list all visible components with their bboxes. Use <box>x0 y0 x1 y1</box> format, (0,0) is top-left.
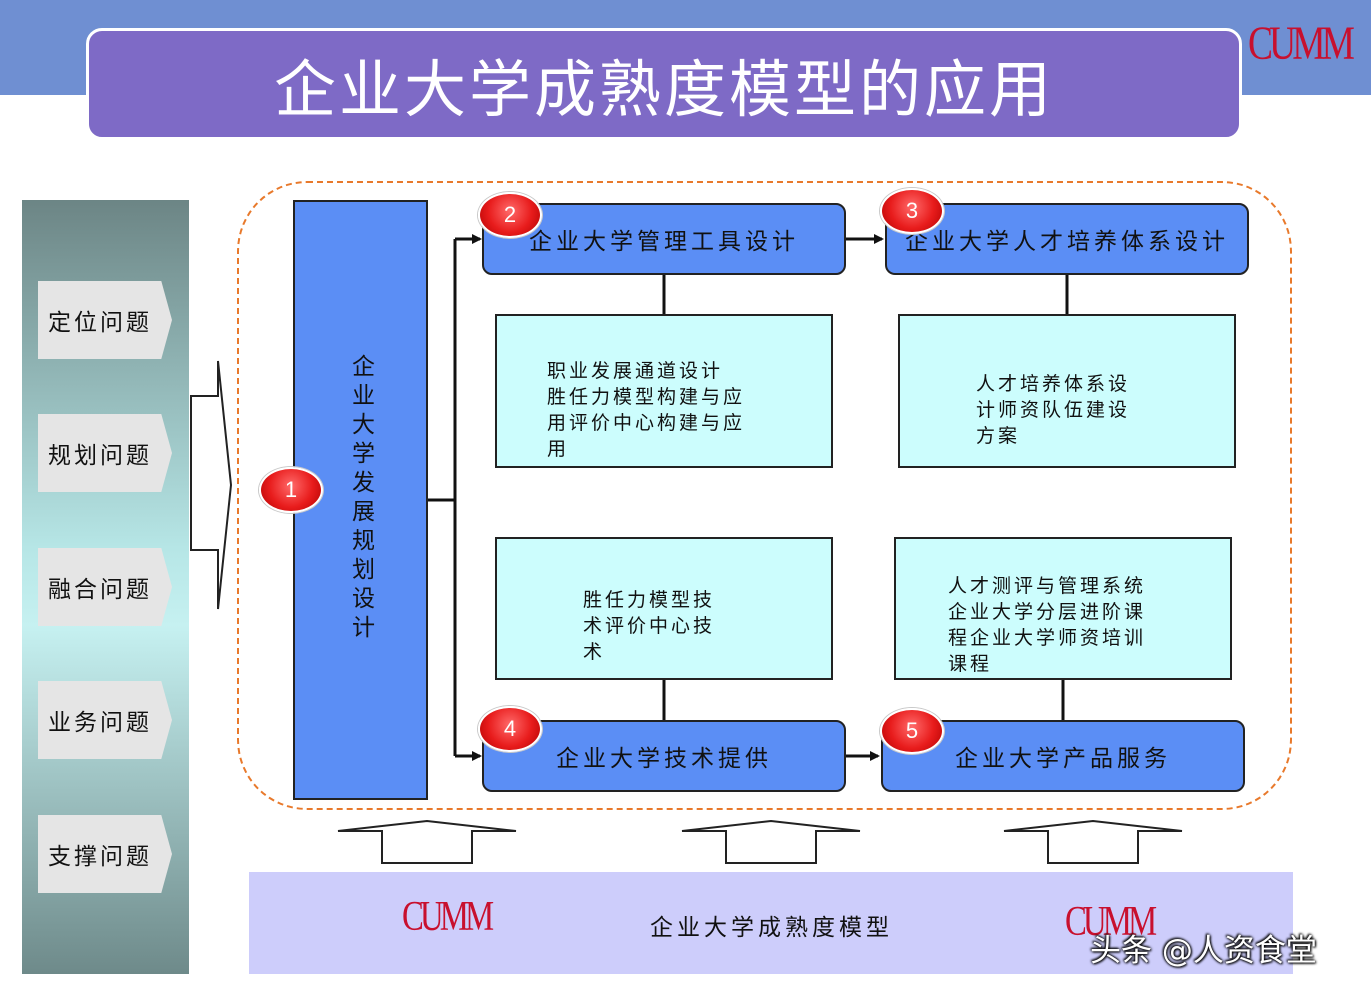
cumm-logo-top: CUMM <box>1248 17 1355 70</box>
cumm-logo-left: CUMM <box>402 894 494 940</box>
issue-business: 业务问题 <box>38 681 172 759</box>
badge-5: 5 <box>880 708 944 754</box>
detail-line: 人才测评与管理系统 <box>948 575 1147 597</box>
maturity-model-bar <box>249 872 1293 974</box>
detail-line: 企业大学分层进阶课 <box>948 601 1147 623</box>
right-arrow-icon <box>190 360 232 610</box>
detail-line: 计师资队伍建设 <box>976 399 1131 421</box>
detail-line: 用评价中心构建与应 <box>547 412 746 434</box>
detail-talent-system: 人才培养体系设 计师资队伍建设 方案 <box>898 314 1236 468</box>
detail-line: 术评价中心技 <box>583 615 716 637</box>
watermark: 头条 @人资食堂 <box>1090 933 1317 969</box>
up-arrow-icon <box>1003 820 1183 864</box>
cumm-logo-right: CUMM <box>1065 899 1157 945</box>
badge-1: 1 <box>259 467 323 513</box>
maturity-model-title: 企业大学成熟度模型 <box>650 915 893 941</box>
issue-planning: 规划问题 <box>38 414 172 492</box>
page-title: 企业大学成熟度模型的应用 <box>86 28 1242 140</box>
detail-line: 课程 <box>948 653 993 675</box>
detail-line: 职业发展通道设计 <box>547 360 724 382</box>
badge-4: 4 <box>478 706 542 752</box>
detail-line: 术 <box>583 641 606 663</box>
issue-support: 支撑问题 <box>38 815 172 893</box>
detail-line: 胜任力模型技 <box>583 589 716 611</box>
detail-product-service: 人才测评与管理系统 企业大学分层进阶课 程企业大学师资培训 课程 <box>894 537 1232 680</box>
step-talent-system: 企业大学人才培养体系设计 <box>885 203 1249 275</box>
development-plan-label: 企业大学发展规划设计 <box>347 354 374 644</box>
up-arrow-icon <box>337 820 517 864</box>
detail-line: 程企业大学师资培训 <box>948 627 1147 649</box>
step-technology: 企业大学技术提供 <box>482 720 846 792</box>
detail-management-tools: 职业发展通道设计 胜任力模型构建与应 用评价中心构建与应 用 <box>495 314 833 468</box>
detail-line: 胜任力模型构建与应 <box>547 386 746 408</box>
step-management-tools: 企业大学管理工具设计 <box>482 203 846 275</box>
badge-2: 2 <box>478 192 542 238</box>
detail-line: 方案 <box>976 425 1021 447</box>
application-frame <box>237 181 1292 810</box>
issue-integration: 融合问题 <box>38 548 172 626</box>
detail-line: 人才培养体系设 <box>976 373 1131 395</box>
issue-positioning: 定位问题 <box>38 281 172 359</box>
detail-line: 用 <box>547 438 570 460</box>
detail-technology: 胜任力模型技 术评价中心技 术 <box>495 537 833 680</box>
up-arrow-icon <box>681 820 861 864</box>
badge-3: 3 <box>880 188 944 234</box>
